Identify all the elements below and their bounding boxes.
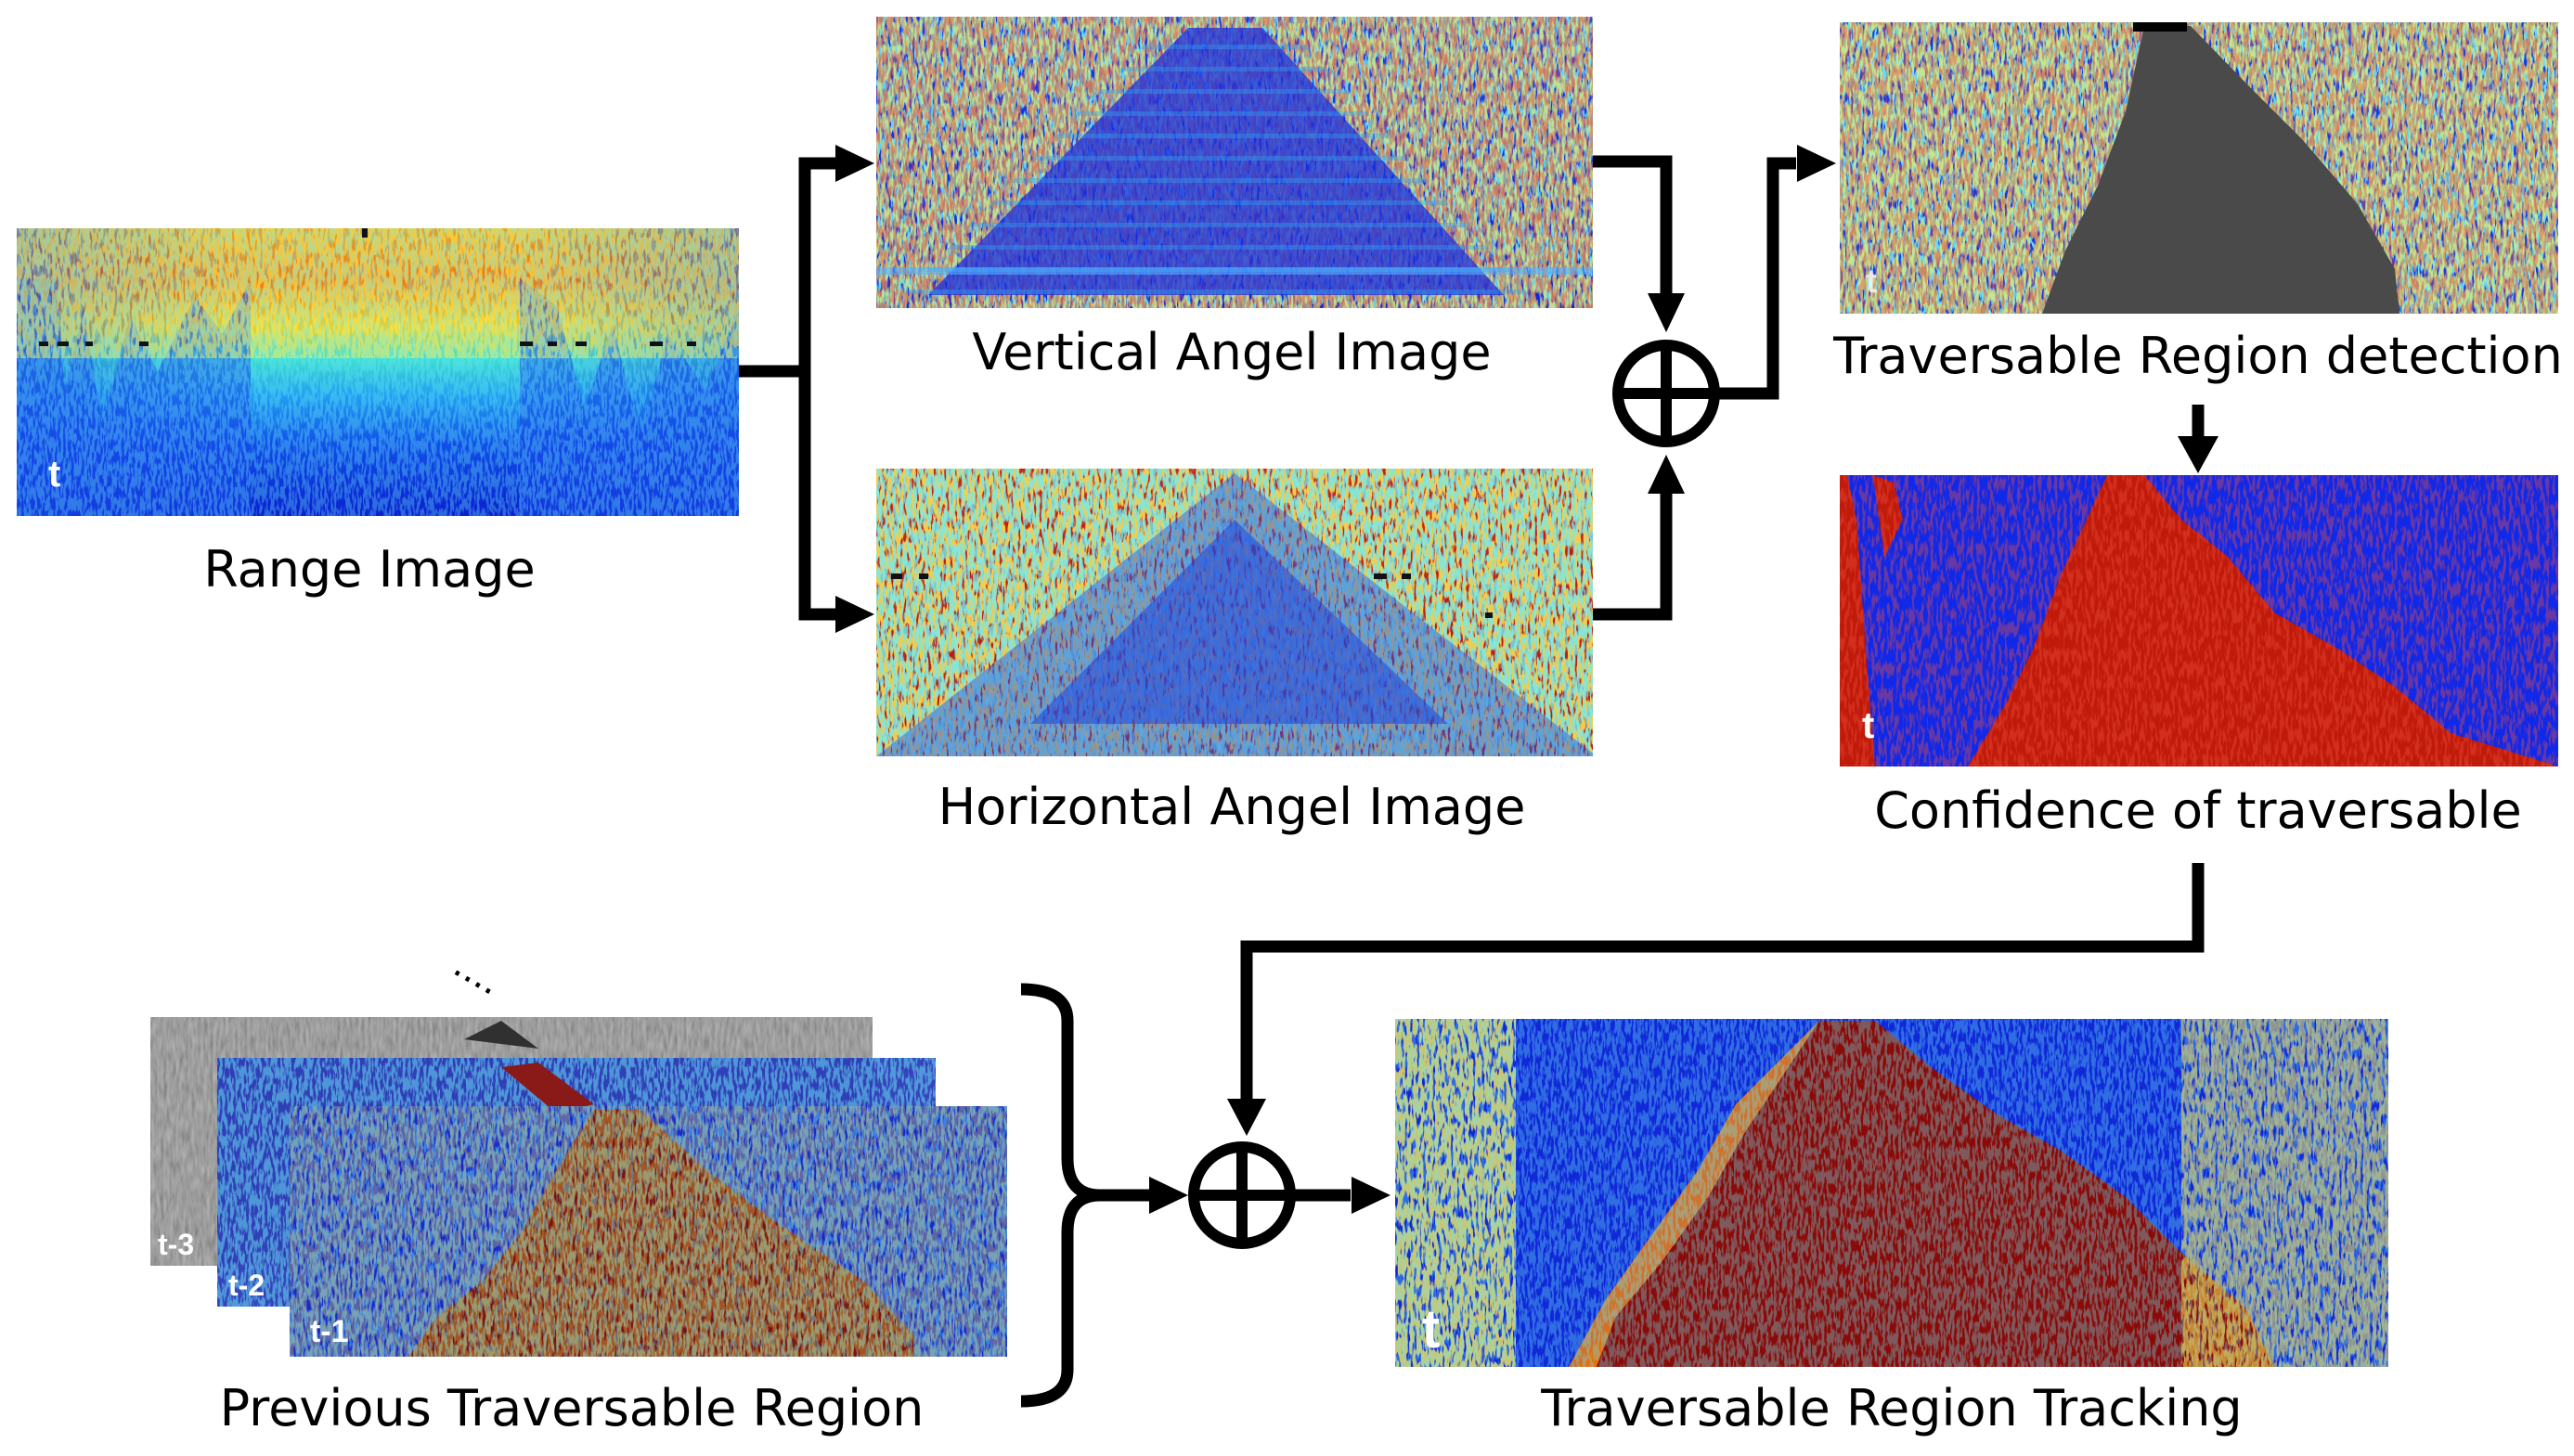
previous-caption: Previous Traversable Region (220, 1379, 925, 1437)
connectors (739, 145, 2218, 1408)
stack-ellipsis: .... (446, 943, 509, 1003)
arrow-previous-into-combine (1149, 1177, 1188, 1214)
vertical-angle-image (876, 17, 1593, 308)
previous-t3-label: t-3 (158, 1228, 194, 1261)
previous-region-stack: t-3 t-2 t-1 .... (150, 943, 1007, 1357)
tracking-time-label: t (1422, 1299, 1440, 1359)
arrow-vertical-into-combine (1648, 293, 1685, 332)
tracking-caption: Traversable Region Tracking (1540, 1379, 2242, 1437)
arrow-to-vertical (835, 145, 874, 182)
combine-operator-top (1612, 340, 1720, 447)
previous-t2-label: t-2 (228, 1269, 265, 1302)
horizontal-angle-caption: Horizontal Angel Image (938, 778, 1526, 836)
range-image-caption: Range Image (203, 540, 535, 599)
confidence-to-combine-wire (1240, 863, 2205, 1101)
detection-caption: Traversable Region detection (1832, 327, 2563, 385)
vertical-to-combine-wire (1593, 155, 1673, 295)
arrow-to-detection (1797, 145, 1836, 182)
combine-operator-bottom (1188, 1141, 1296, 1249)
range-image: t (17, 228, 739, 516)
detection-image: t (1840, 22, 2558, 314)
combine-to-detection-wire (1714, 157, 1796, 400)
detection-time-label: t (1866, 262, 1877, 300)
previous-frame-t1: t-1 (290, 1106, 1007, 1357)
range-time-label: t (48, 454, 60, 495)
vertical-angle-caption: Vertical Angel Image (972, 323, 1491, 381)
confidence-time-label: t (1862, 705, 1874, 746)
previous-t1-label: t-1 (310, 1314, 349, 1349)
horizontal-to-combine-wire (1593, 492, 1673, 621)
split-to-horizontal-wire (798, 371, 835, 621)
confidence-image: t (1840, 475, 2558, 767)
previous-stack-bracket (1020, 983, 1101, 1408)
split-to-vertical-wire (798, 157, 835, 371)
arrow-confidence-into-combine (1227, 1099, 1266, 1136)
arrow-to-tracking (1352, 1177, 1390, 1214)
tracking-image: t (1395, 1019, 2388, 1367)
arrow-to-confidence (2178, 436, 2218, 473)
horizontal-angle-image (876, 469, 1593, 756)
arrow-to-horizontal (835, 596, 874, 633)
confidence-caption: Confidence of traversable (1874, 781, 2522, 840)
arrow-horizontal-into-combine (1648, 455, 1685, 494)
